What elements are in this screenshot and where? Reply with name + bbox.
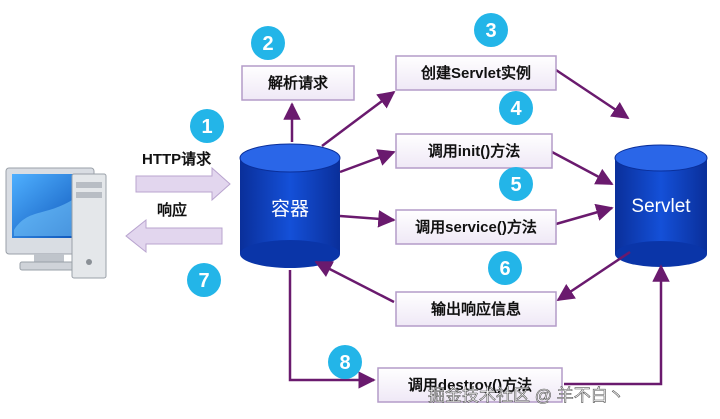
box-create-instance: 创建Servlet实例 <box>395 55 557 91</box>
response-label: 响应 <box>157 201 187 219</box>
svg-text:3: 3 <box>485 20 496 42</box>
step-badge-2: 2 <box>251 26 285 60</box>
request-label: HTTP请求 <box>142 150 212 168</box>
create-instance-label: 创建Servlet实例 <box>420 64 531 82</box>
servlet-label: Servlet <box>631 196 691 217</box>
step-badge-5: 5 <box>499 167 533 201</box>
container-label: 容器 <box>271 198 309 220</box>
request-arrow <box>135 166 231 202</box>
box-call-service: 调用service()方法 <box>395 209 557 245</box>
arrow-output-to-container <box>314 260 395 304</box>
arrow-create-to-servlet <box>555 68 630 120</box>
svg-text:6: 6 <box>499 258 510 280</box>
step-badge-4: 4 <box>499 91 533 125</box>
call-service-label: 调用service()方法 <box>415 218 537 236</box>
step-badge-7: 7 <box>187 263 221 297</box>
svg-text:5: 5 <box>510 174 521 196</box>
container-cylinder: 容器 <box>239 143 341 268</box>
svg-text:8: 8 <box>339 352 350 374</box>
step-badge-6: 6 <box>488 251 522 285</box>
arrow-init-to-servlet <box>551 150 614 186</box>
arrow-to-init <box>339 149 396 174</box>
arrow-servlet-to-output <box>556 250 631 302</box>
box-call-destroy: 调用destroy()方法 <box>377 367 563 403</box>
step-badge-1: 1 <box>190 109 224 143</box>
watermark-text: 掘金技术社区 @ 羊不白丶 <box>428 386 625 405</box>
call-init-label: 调用init()方法 <box>428 142 520 160</box>
arrow-destroy-to-servlet <box>564 264 670 386</box>
step-badge-8: 8 <box>328 345 362 379</box>
flow-arrows <box>283 68 670 389</box>
svg-text:1: 1 <box>201 116 212 138</box>
svg-text:7: 7 <box>198 270 209 292</box>
arrow-to-destroy <box>288 270 376 389</box>
box-call-init: 调用init()方法 <box>395 133 553 169</box>
arrow-service-to-servlet <box>555 203 614 226</box>
svg-text:2: 2 <box>262 33 273 55</box>
arrow-to-service <box>339 210 396 228</box>
box-parse-request: 解析请求 <box>241 65 355 101</box>
client-computer-icon <box>5 167 107 279</box>
parse-request-label: 解析请求 <box>268 74 329 92</box>
svg-text:4: 4 <box>510 98 522 120</box>
servlet-cylinder: Servlet <box>614 144 708 267</box>
response-arrow <box>125 218 223 254</box>
box-output-response: 输出响应信息 <box>395 291 557 327</box>
call-destroy-label: 调用destroy()方法 <box>408 376 532 394</box>
arrow-to-create <box>321 90 396 147</box>
step-badge-3: 3 <box>474 13 508 47</box>
output-response-label: 输出响应信息 <box>431 300 521 318</box>
